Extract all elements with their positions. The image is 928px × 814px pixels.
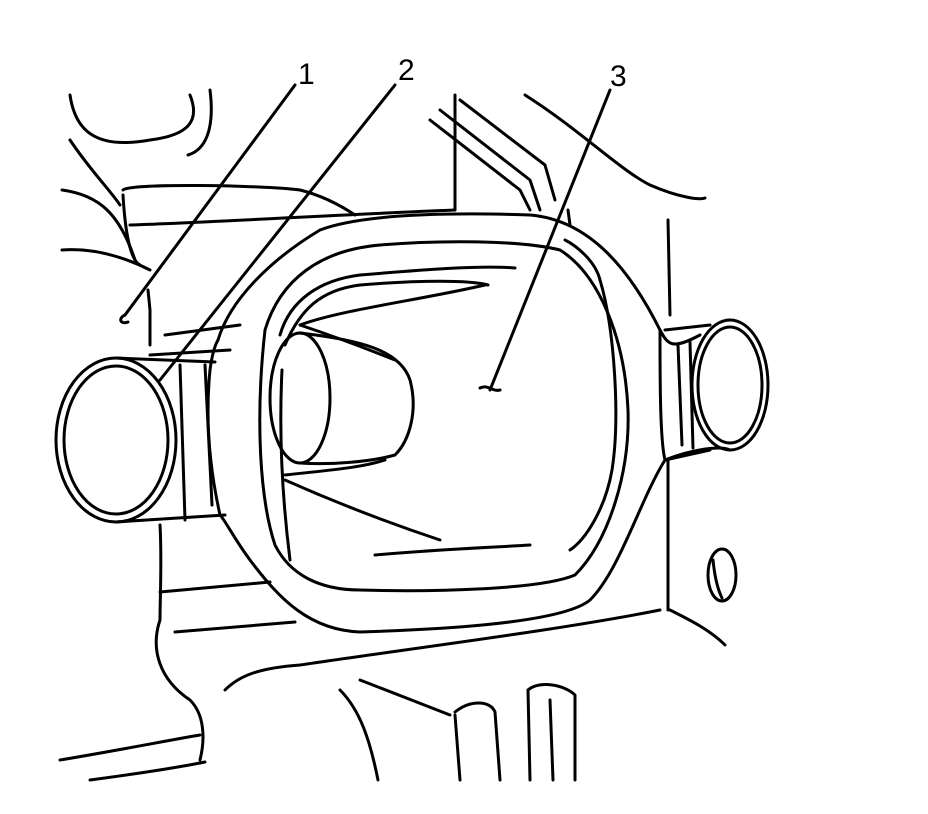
leader-line-3 [488, 88, 612, 392]
callout-numbers: 1 2 3 [298, 54, 627, 93]
leader-line-1 [123, 83, 297, 317]
throttle-bore [258, 238, 630, 593]
callout-leaders [119, 83, 612, 392]
leader-tip-1 [119, 313, 130, 325]
callout-number-1: 1 [298, 58, 315, 91]
callout-number-3: 3 [610, 60, 627, 93]
throttle-plate [268, 283, 487, 542]
flange-outer [206, 212, 732, 634]
right-shaft-bushing [663, 318, 770, 462]
callout-number-2: 2 [398, 54, 415, 87]
leader-line-2 [158, 83, 397, 382]
left-shaft-bushing [54, 288, 242, 524]
housing-outline [60, 88, 707, 317]
lower-body [58, 458, 738, 782]
leader-tip-3 [478, 385, 502, 392]
